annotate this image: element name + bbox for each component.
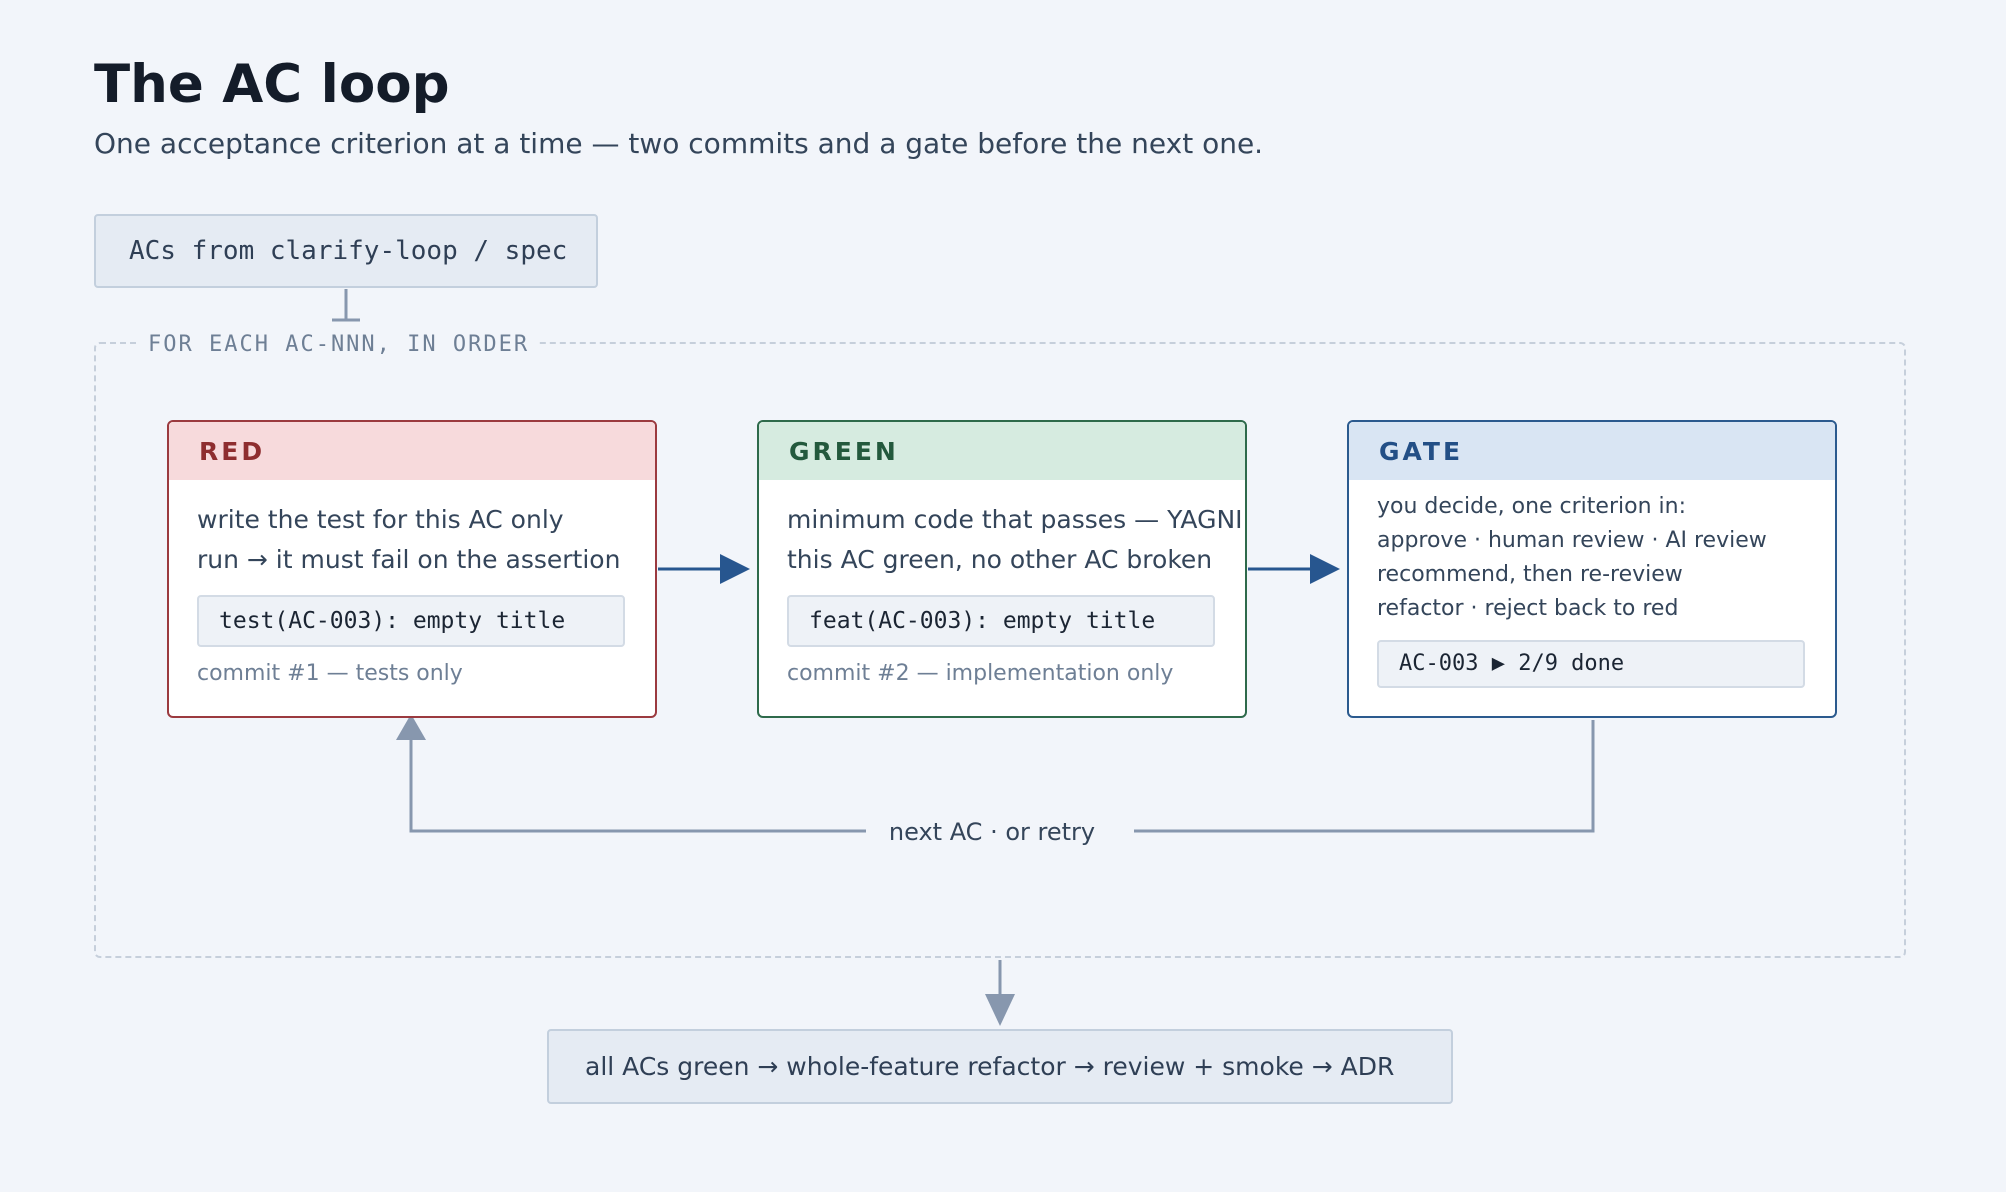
gate-card-line: approve · human review · AI review [1377,528,1767,553]
red-card-line: run → it must fail on the assertion [197,545,621,574]
gate-progress-chip: AC-003 ▶ 2/9 done [1377,640,1805,688]
gate-card-header: GATE [1349,422,1835,480]
green-commit-note: commit #2 — implementation only [787,661,1174,686]
red-commit-chip: test(AC-003): empty title [197,595,625,647]
gate-card-line: recommend, then re-review [1377,562,1683,587]
source-connector [332,289,360,322]
green-card-line: minimum code that passes — YAGNI [787,505,1243,534]
page-subtitle: One acceptance criterion at a time — two… [94,127,1264,160]
final-arrowhead [985,994,1015,1026]
feedback-label: next AC · or retry [888,818,1096,846]
green-to-gate-arrowhead [1310,554,1340,584]
gate-card: GATE you decide, one criterion in: appro… [1347,420,1837,718]
red-card: RED write the test for this AC only run … [167,420,657,718]
green-card-header: GREEN [759,422,1245,480]
red-commit-note: commit #1 — tests only [197,661,463,686]
page-title: The AC loop [94,54,450,115]
feedback-loop-right [1134,720,1595,833]
loop-frame [94,342,1906,958]
green-card-line: this AC green, no other AC broken [787,545,1213,574]
red-card-header: RED [169,422,655,480]
green-commit-chip: feat(AC-003): empty title [787,595,1215,647]
feedback-loop-left [409,738,866,833]
gate-card-line: refactor · reject back to red [1377,596,1679,621]
gate-card-line: you decide, one criterion in: [1377,494,1686,519]
red-card-line: write the test for this AC only [197,505,564,534]
red-to-green-arrowhead [720,554,750,584]
source-box: ACs from clarify-loop / spec [94,214,598,288]
loop-label: FOR EACH AC-NNN, IN ORDER [138,332,540,358]
green-card: GREEN minimum code that passes — YAGNI t… [757,420,1247,718]
final-box: all ACs green → whole-feature refactor →… [547,1029,1453,1104]
feedback-arrowhead [396,714,426,740]
